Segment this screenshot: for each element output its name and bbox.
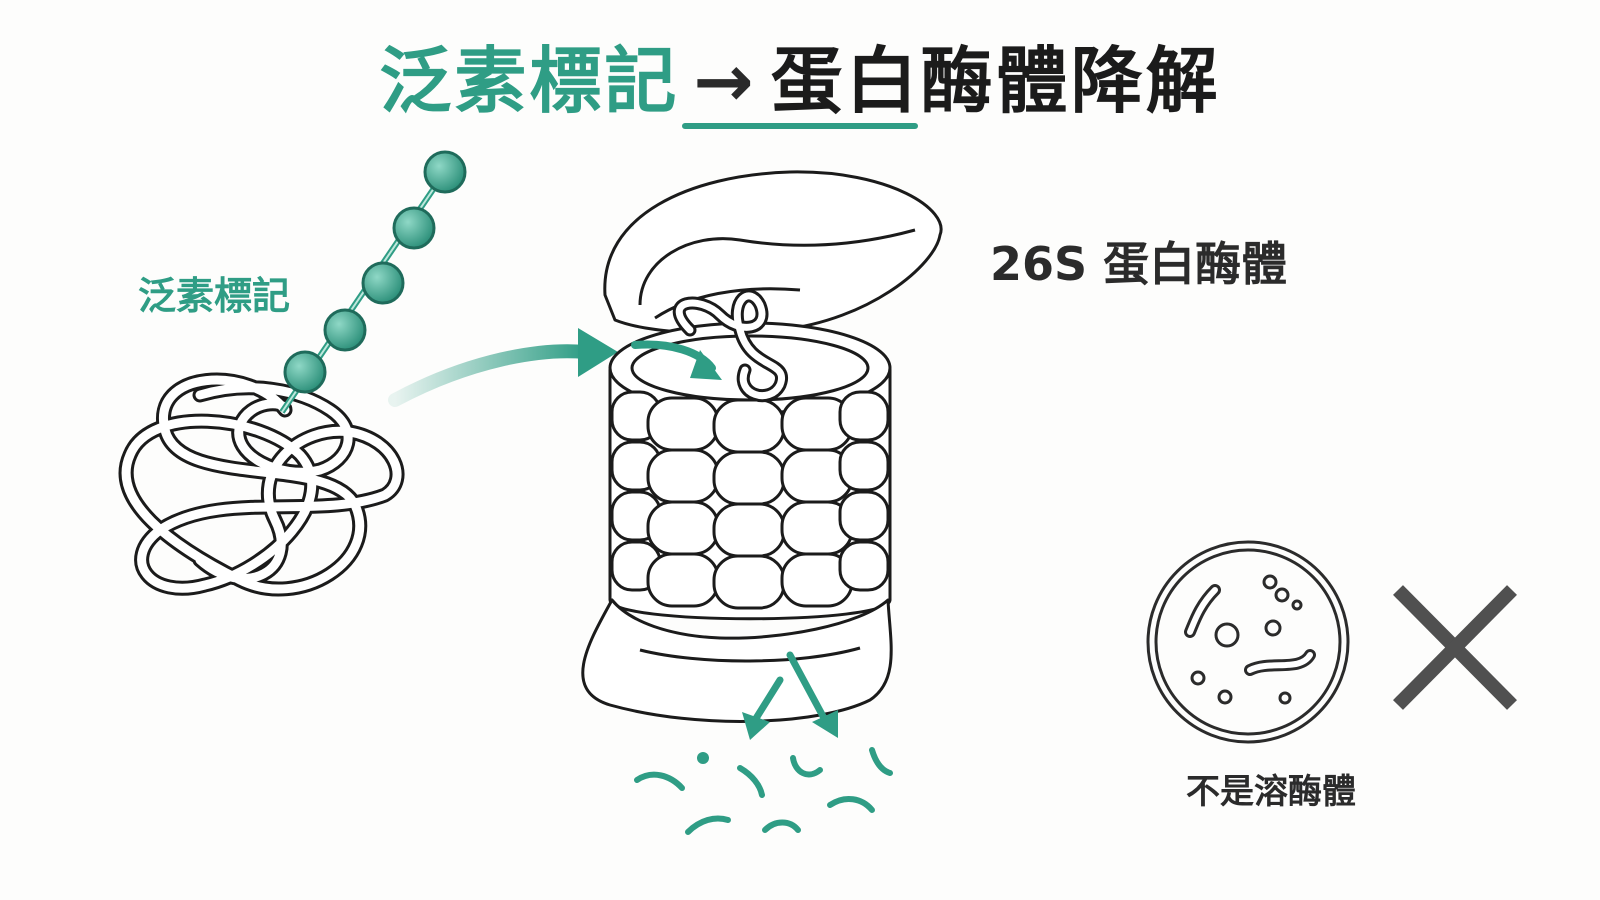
proteasome-icon — [581, 170, 943, 723]
title-ubiquitin: 泛素標記 — [379, 39, 680, 123]
x-mark-icon — [1393, 585, 1517, 710]
tangled-protein-icon — [118, 372, 405, 597]
ubiquitin-chain-icon — [279, 150, 467, 414]
page-title: 泛素標記→蛋白酶體降解 — [0, 22, 1600, 127]
entering-protein-icon — [631, 289, 788, 403]
peptide-fragments-icon — [634, 747, 893, 835]
delivery-arrow-icon — [388, 328, 618, 407]
lysosome-icon — [1146, 540, 1350, 744]
title-degradation: 蛋白酶體降解 — [770, 39, 1221, 123]
lysosome-label: 不是溶酶體 — [1186, 772, 1356, 812]
output-arrows-icon — [742, 651, 838, 740]
ubiquitin-label: 泛素標記 — [138, 274, 291, 318]
proteasome-label: 26S 蛋白酶體 — [990, 237, 1288, 291]
title-arrow: → — [693, 39, 757, 123]
title-underline — [682, 123, 918, 129]
